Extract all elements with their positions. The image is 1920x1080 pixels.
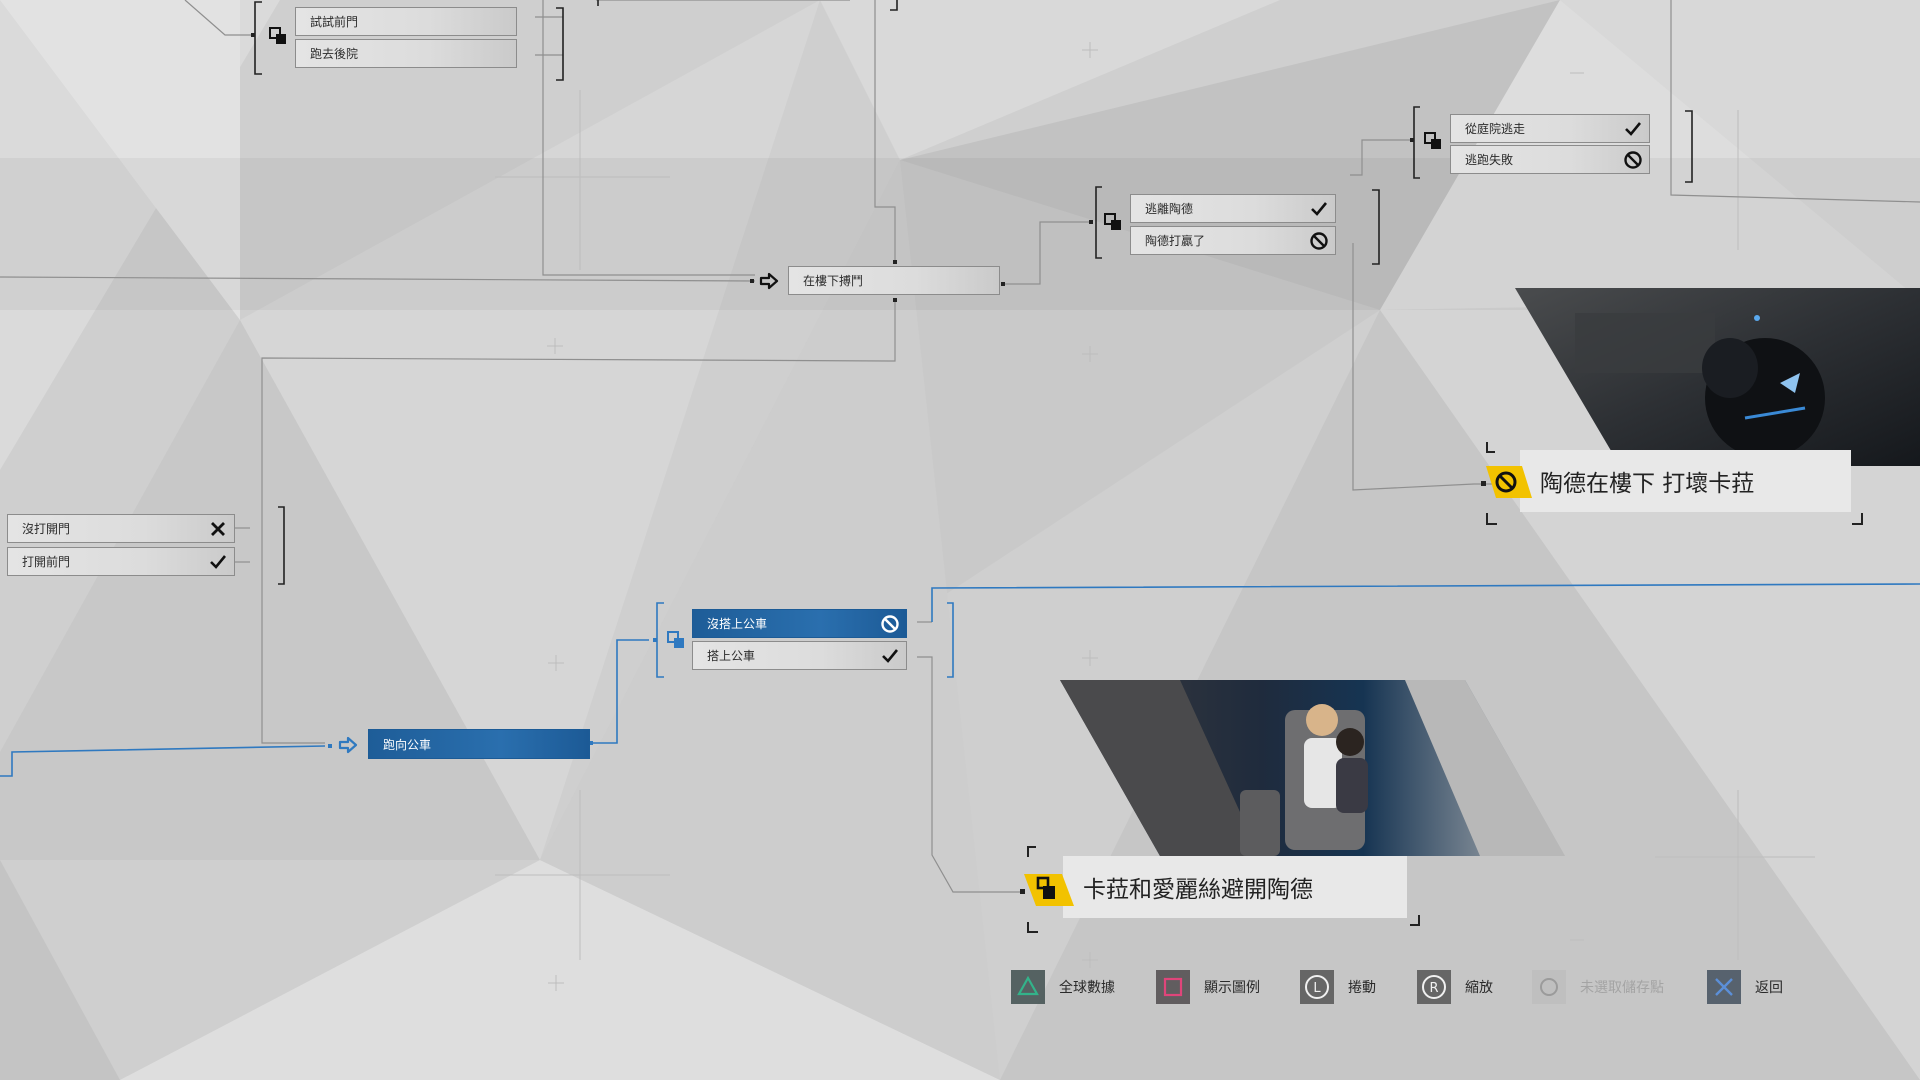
check-icon — [1625, 122, 1642, 136]
hint-label: 返回 — [1755, 980, 1783, 996]
node-label: 搭上公車 — [707, 649, 756, 663]
check-icon — [1311, 202, 1328, 216]
node-label: 沒搭上公車 — [707, 617, 768, 631]
check-icon — [210, 555, 227, 569]
choice-node-icon — [269, 27, 286, 44]
node-escape-failed[interactable]: 逃跑失敗 — [1450, 145, 1650, 174]
hint-show-legend[interactable]: 顯示圖例 — [1156, 970, 1260, 1004]
node-run-to-bus[interactable]: 跑向公車 — [368, 729, 590, 759]
ending-thumbnail-todd — [1515, 288, 1920, 466]
hint-global-data[interactable]: 全球數據 — [1011, 970, 1115, 1004]
square-button-icon — [1156, 970, 1190, 1004]
choice-node-icon — [1104, 213, 1121, 230]
node-label: 從庭院逃走 — [1465, 122, 1526, 136]
check-icon — [882, 649, 899, 663]
node-label: 逃跑失敗 — [1465, 153, 1514, 167]
node-door-not-opened[interactable]: 沒打開門 — [7, 514, 235, 543]
node-door-opened[interactable]: 打開前門 — [7, 547, 235, 576]
ending-unlocked-badge-icon — [1024, 874, 1074, 906]
ending-todd-breaks-kara[interactable]: 陶德在樓下 打壞卡菈 — [1520, 450, 1851, 512]
node-label: 跑去後院 — [310, 47, 359, 61]
choice-node-icon — [667, 631, 684, 648]
node-label: 逃離陶德 — [1145, 202, 1194, 216]
node-label: 在樓下搏鬥 — [803, 274, 864, 288]
node-escape-todd[interactable]: 逃離陶德 — [1130, 194, 1336, 223]
hint-label: 全球數據 — [1059, 980, 1115, 996]
cross-button-icon — [1707, 970, 1741, 1004]
cross-mark-icon — [211, 522, 225, 536]
blocked-icon — [881, 615, 899, 633]
hint-back[interactable]: 返回 — [1707, 970, 1783, 1004]
arrow-node-icon — [338, 736, 358, 754]
node-label: 沒打開門 — [22, 522, 71, 536]
node-escape-backyard[interactable]: 從庭院逃走 — [1450, 114, 1650, 143]
node-todd-won[interactable]: 陶德打贏了 — [1130, 226, 1336, 255]
node-fight-downstairs[interactable]: 在樓下搏鬥 — [788, 266, 1000, 295]
ending-blocked-badge-icon — [1486, 466, 1532, 498]
hint-zoom[interactable]: R 縮放 — [1417, 970, 1493, 1004]
node-label: 試試前門 — [310, 15, 359, 29]
ending-title: 卡菈和愛麗絲避開陶德 — [1083, 877, 1313, 903]
triangle-button-icon — [1011, 970, 1045, 1004]
blocked-icon — [1624, 151, 1642, 169]
ending-title: 陶德在樓下 打壞卡菈 — [1540, 471, 1755, 497]
choice-node-icon — [1424, 132, 1441, 149]
hint-no-checkpoint-selected: 未選取儲存點 — [1532, 970, 1664, 1004]
node-label: 陶德打贏了 — [1145, 234, 1206, 248]
hint-label: 捲動 — [1348, 980, 1376, 996]
hint-label: 縮放 — [1465, 980, 1493, 996]
node-run-backyard[interactable]: 跑去後院 — [295, 39, 517, 68]
svg-text:R: R — [1429, 981, 1438, 996]
node-label: 跑向公車 — [383, 737, 432, 752]
svg-text:L: L — [1313, 981, 1321, 996]
hint-label: 未選取儲存點 — [1580, 980, 1664, 996]
right-stick-icon: R — [1417, 970, 1451, 1004]
left-stick-icon: L — [1300, 970, 1334, 1004]
ending-thumbnail-bus — [1060, 680, 1565, 856]
arrow-node-icon — [759, 272, 779, 290]
ending-kara-alice-escape[interactable]: 卡菈和愛麗絲避開陶德 — [1063, 856, 1407, 918]
hint-scroll[interactable]: L 捲動 — [1300, 970, 1376, 1004]
node-try-front-door[interactable]: 試試前門 — [295, 7, 517, 36]
circle-button-icon — [1532, 970, 1566, 1004]
hint-label: 顯示圖例 — [1204, 980, 1260, 996]
node-missed-bus[interactable]: 沒搭上公車 — [692, 609, 907, 638]
node-took-bus[interactable]: 搭上公車 — [692, 641, 907, 670]
blocked-icon — [1310, 232, 1328, 250]
node-label: 打開前門 — [22, 555, 71, 569]
